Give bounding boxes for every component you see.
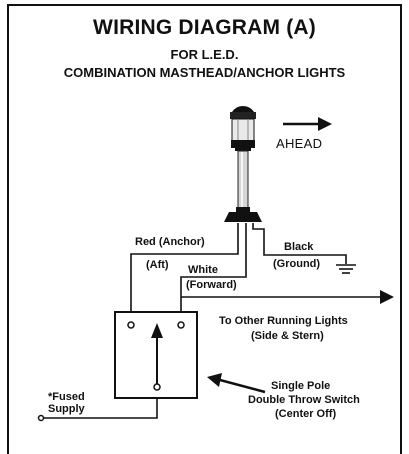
aft-label: (Aft) xyxy=(146,259,169,271)
ground-label: (Ground) xyxy=(273,258,321,270)
white-forward-wire xyxy=(180,223,247,322)
switch-box xyxy=(114,311,198,399)
switch-pointer-arrow xyxy=(207,373,266,394)
forward-label: (Forward) xyxy=(186,279,237,291)
diagram-title: WIRING DIAGRAM (A) xyxy=(93,16,316,39)
other-lights-arrowhead xyxy=(380,290,394,304)
ground-symbol xyxy=(336,264,356,274)
fused-label: *Fused xyxy=(48,391,85,403)
ahead-arrow xyxy=(283,117,332,131)
red-anchor-label: Red (Anchor) xyxy=(135,236,205,248)
supply-label: Supply xyxy=(48,403,85,415)
switch-label-center-off: (Center Off) xyxy=(275,408,337,420)
switch-label-single-pole: Single Pole xyxy=(271,380,331,392)
diagram-frame xyxy=(7,4,402,454)
masthead-anchor-light xyxy=(224,106,262,222)
white-label: White xyxy=(188,264,218,276)
supply-terminal xyxy=(37,414,45,422)
wires xyxy=(43,223,382,419)
switch-label-double-throw: Double Throw Switch xyxy=(248,394,360,406)
diagram-subtitle-led: FOR L.E.D. xyxy=(170,47,239,62)
red-anchor-wire xyxy=(130,223,239,322)
side-stern-label: (Side & Stern) xyxy=(251,330,324,342)
ahead-label: AHEAD xyxy=(276,136,323,151)
other-lights-label: To Other Running Lights xyxy=(219,315,348,327)
black-ground-wire xyxy=(252,223,347,264)
diagram-subtitle-lights: COMBINATION MASTHEAD/ANCHOR LIGHTS xyxy=(63,65,346,80)
black-label: Black xyxy=(284,241,314,253)
